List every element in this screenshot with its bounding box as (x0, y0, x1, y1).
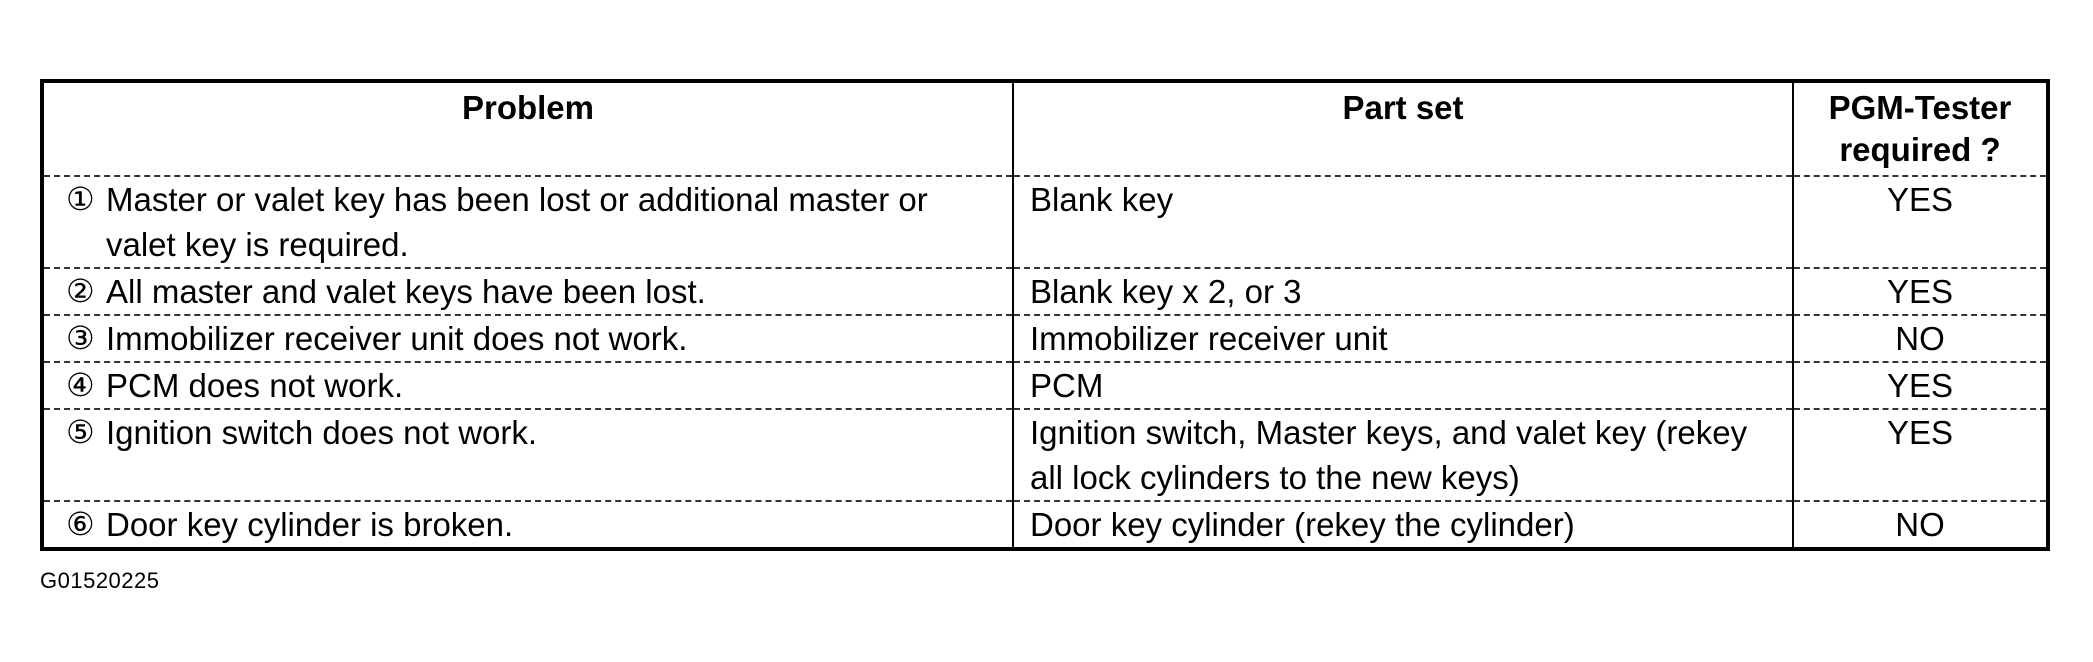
part-set-cell: PCM (1012, 362, 1793, 409)
table-row: ① Master or valet key has been lost or a… (44, 176, 2046, 268)
problem-cell: ① Master or valet key has been lost or a… (44, 176, 1013, 268)
row-number: ⑥ (66, 506, 95, 542)
part-set-cell: Immobilizer receiver unit (1012, 315, 1793, 362)
row-number: ⑤ (66, 414, 95, 450)
problem-cell: ⑥ Door key cylinder is broken. (44, 501, 1013, 547)
table-row: ④ PCM does not work. PCM YES (44, 362, 2046, 409)
row-number: ② (66, 273, 95, 309)
problem-text: Door key cylinder is broken. (106, 506, 514, 543)
parts-table: Problem Part set PGM-Tester required ? ①… (40, 79, 2050, 551)
figure-id: G01520225 (40, 568, 160, 593)
table-row: ⑤ Ignition switch does not work. Ignitio… (44, 409, 2046, 501)
header-problem: Problem (461, 89, 595, 126)
header-tester-required: PGM-Tester required ? (1792, 83, 2046, 176)
header-part-set: Part set (1012, 83, 1793, 176)
row-number: ④ (66, 367, 95, 403)
problem-text: Immobilizer receiver unit does not work. (106, 320, 688, 357)
problem-cell: ④ PCM does not work. (44, 362, 1013, 409)
header-tester-line1: PGM-Tester (1828, 89, 2012, 126)
tester-required-cell: YES (1792, 409, 2046, 501)
problem-cell: ③ Immobilizer receiver unit does not wor… (44, 315, 1013, 362)
part-set-cell: Ignition switch, Master keys, and valet … (1012, 409, 1793, 501)
table-header-row: Problem Part set PGM-Tester required ? (44, 83, 2046, 176)
tester-required-cell: NO (1792, 501, 2046, 547)
tester-required-cell: YES (1792, 268, 2046, 315)
tester-required-cell: NO (1792, 315, 2046, 362)
row-number: ③ (66, 320, 95, 356)
problem-text: PCM does not work. (106, 367, 404, 404)
problem-text: All master and valet keys have been lost… (106, 273, 706, 310)
parts-table-grid: Problem Part set PGM-Tester required ? ①… (44, 83, 2046, 547)
part-set-cell: Blank key (1012, 176, 1793, 268)
part-set-cell: Blank key x 2, or 3 (1012, 268, 1793, 315)
tester-required-cell: YES (1792, 362, 2046, 409)
table-row: ③ Immobilizer receiver unit does not wor… (44, 315, 2046, 362)
problem-text: Ignition switch does not work. (106, 414, 538, 451)
table-row: ⑥ Door key cylinder is broken. Door key … (44, 501, 2046, 547)
header-tester-line2: required ? (1839, 131, 2001, 168)
problem-cell: ② All master and valet keys have been lo… (44, 268, 1013, 315)
problem-text: Master or valet key has been lost or add… (106, 181, 928, 263)
part-set-cell: Door key cylinder (rekey the cylinder) (1012, 501, 1793, 547)
table-row: ② All master and valet keys have been lo… (44, 268, 2046, 315)
row-number: ① (66, 181, 95, 217)
problem-cell: ⑤ Ignition switch does not work. (44, 409, 1013, 501)
tester-required-cell: YES (1792, 176, 2046, 268)
